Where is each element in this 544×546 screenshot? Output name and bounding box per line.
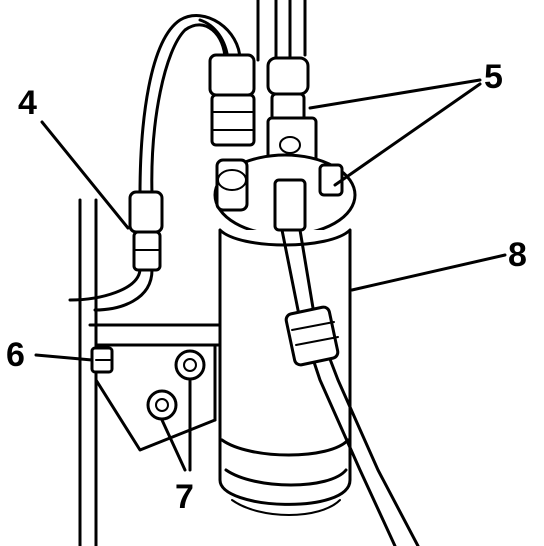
top-connector [208, 53, 256, 147]
leader-5b [333, 82, 482, 187]
leader-lines [34, 78, 507, 472]
callout-8: 8 [508, 236, 527, 274]
callout-4: 4 [18, 84, 37, 122]
callout-5: 5 [484, 58, 503, 96]
leader-7a [160, 418, 187, 472]
callout-6: 6 [6, 336, 25, 374]
mounting-bracket [88, 323, 222, 452]
callout-7: 7 [175, 478, 194, 516]
leader-8 [350, 253, 507, 292]
bolt-6 [90, 346, 114, 374]
leader-4 [40, 120, 130, 230]
upper-fitting [266, 56, 318, 170]
leader-5a [308, 78, 482, 110]
leader-6 [34, 353, 94, 362]
canister-8 [213, 153, 357, 516]
bolt-7-upper [174, 349, 206, 381]
bolt-7-lower [146, 389, 178, 421]
background-pipes [256, 0, 307, 62]
hose [273, 178, 420, 546]
connector-4 [68, 190, 164, 312]
